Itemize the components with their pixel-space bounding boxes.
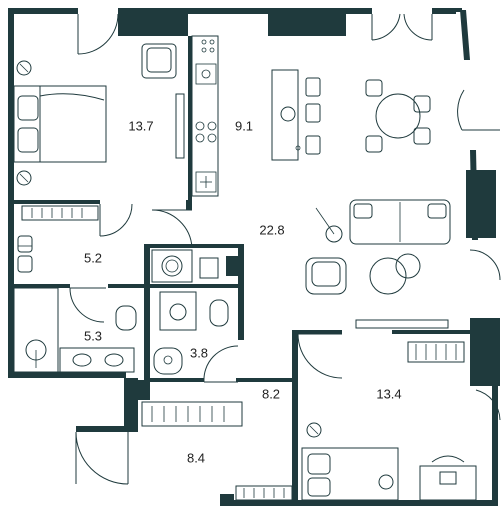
interior-walls [14,36,472,506]
area-label-bedroom-right: 13.4 [376,386,402,402]
area-label-corridor: 8.2 [261,386,281,402]
area-label-wc: 3.8 [189,345,209,361]
bathroom-top-fixtures [17,235,33,273]
area-label-bathroom-bottom: 5.3 [83,328,103,344]
outer-walls [8,8,500,506]
kitchen-furniture [191,35,321,197]
bedroom-left-furniture [13,43,185,221]
area-label-bedroom-left: 13.7 [128,118,154,134]
area-label-living-room: 22.8 [259,222,285,238]
living-room-furniture [305,79,451,329]
doors [14,13,501,485]
bathroom-bottom-fixtures [13,287,137,373]
area-label-hall: 8.4 [186,450,206,466]
bedroom-right-furniture [301,341,477,501]
wc-fixtures [151,249,238,375]
area-label-kitchen: 9.1 [234,118,254,134]
area-label-bathroom-top: 5.2 [83,250,103,266]
corridor-furniture [141,401,293,501]
